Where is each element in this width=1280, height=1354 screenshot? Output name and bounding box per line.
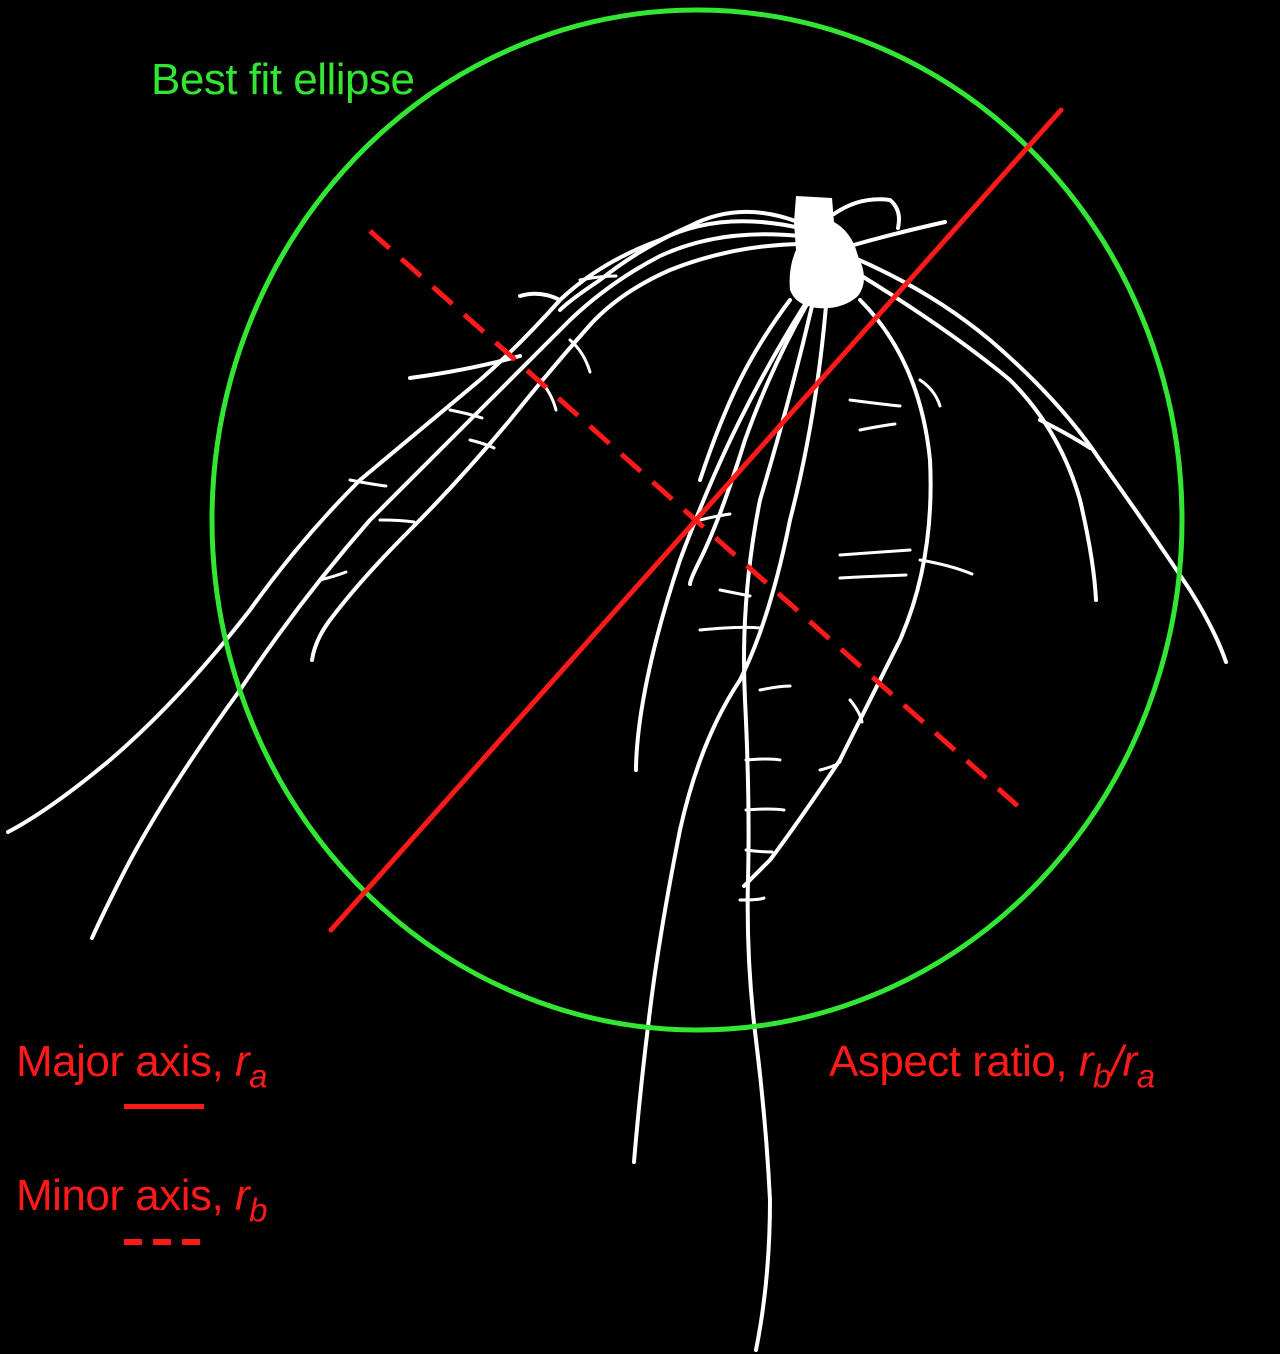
roots-center [632, 298, 933, 1352]
root-laterals [318, 274, 974, 902]
roots-left [6, 209, 802, 940]
aspect-ratio-label-text: Aspect ratio, [829, 1037, 1079, 1086]
root-system [6, 196, 1228, 1352]
roots-right [832, 197, 1228, 664]
major-axis-legend-swatch [124, 1104, 204, 1109]
major-axis-label-text: Major axis, [16, 1037, 235, 1086]
root-crown [789, 196, 864, 309]
minor-axis-label: Minor axis, rb [16, 1171, 268, 1229]
minor-axis-legend-swatch [124, 1239, 206, 1245]
ellipse-label-text: Best fit ellipse [151, 55, 415, 104]
major-axis-label: Major axis, ra [16, 1037, 268, 1095]
minor-axis-label-text: Minor axis, [16, 1171, 235, 1220]
ellipse-label: Best fit ellipse [151, 55, 415, 104]
aspect-ratio-symbol: rb/ra [1078, 1037, 1155, 1095]
major-axis-symbol: ra [234, 1037, 268, 1095]
aspect-ratio-label: Aspect ratio, rb/ra [829, 1037, 1155, 1095]
minor-axis-symbol: rb [234, 1171, 268, 1229]
minor-axis-line [368, 229, 1022, 810]
best-fit-ellipse [209, 7, 1185, 1033]
